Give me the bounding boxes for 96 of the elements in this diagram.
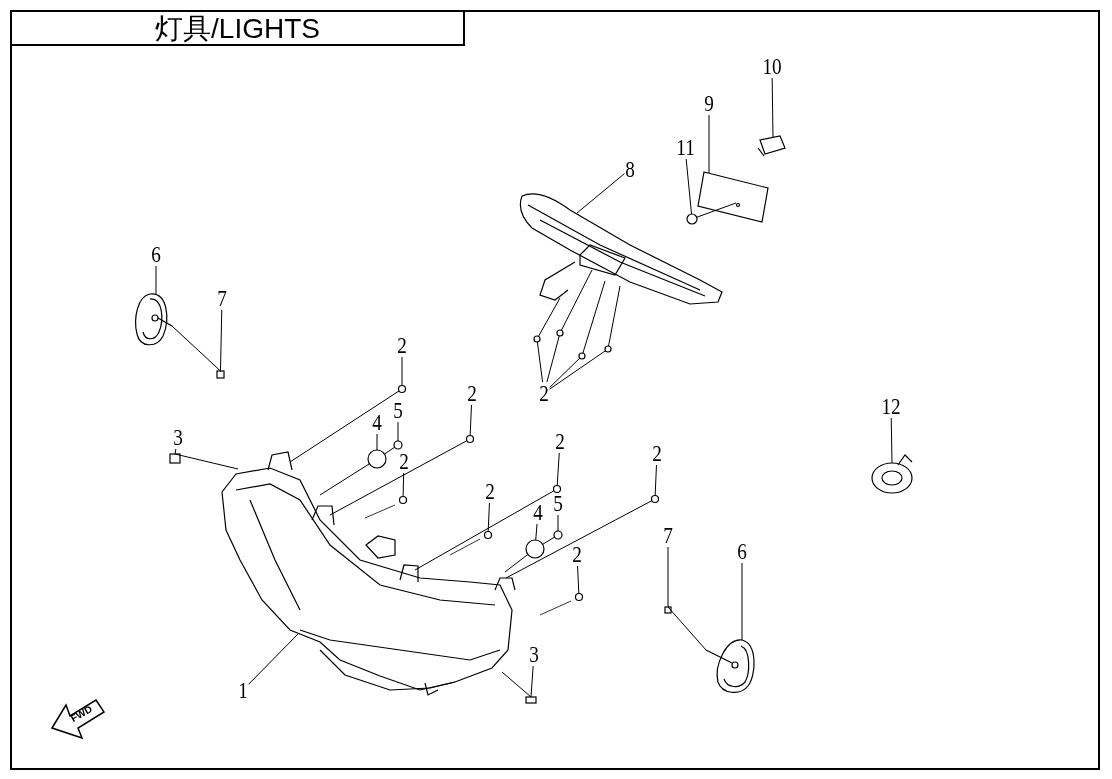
leader-line (556, 452, 560, 486)
callout-number: 2 (466, 380, 478, 406)
reflector-drawing (705, 639, 755, 693)
callout-number: 2 (571, 541, 583, 567)
callout-number: 6 (150, 241, 162, 267)
callout-number: 10 (762, 53, 782, 79)
callout-number: 7 (216, 285, 228, 311)
screw (483, 530, 493, 540)
leader-line (505, 500, 653, 579)
leader-line (557, 514, 559, 532)
leader-line (414, 490, 555, 571)
leader-line (542, 536, 556, 545)
callout-number: 9 (703, 90, 715, 116)
leader-line (667, 546, 669, 608)
leader-line (608, 285, 621, 347)
callout-number: 2 (398, 448, 410, 474)
callout-number: 2 (538, 380, 550, 406)
leader-line (546, 335, 560, 383)
nut (393, 440, 403, 450)
screw (465, 434, 475, 444)
callout-number: 12 (881, 393, 901, 419)
leader-line (401, 356, 403, 386)
marker-light-drawing (871, 454, 913, 494)
leader-line (155, 265, 157, 295)
leader-line (537, 297, 561, 337)
screw (533, 335, 541, 343)
callout-number: 4 (532, 499, 544, 525)
leader-line (560, 269, 593, 331)
leader-line (487, 502, 490, 532)
leader-line (890, 417, 893, 464)
leader-line (535, 523, 538, 541)
title-tab: 灯具/LIGHTS (12, 12, 465, 46)
leader-line (582, 280, 606, 354)
leader-line (536, 341, 544, 383)
callout-number: 5 (392, 397, 404, 423)
leader-line (289, 390, 400, 463)
nut (686, 213, 698, 225)
leader-line (708, 114, 710, 174)
clip (525, 696, 537, 704)
callout-number: 1 (237, 677, 249, 703)
callout-number: 7 (662, 522, 674, 548)
callout-number: 11 (675, 134, 695, 160)
callout-number: 2 (396, 332, 408, 358)
leader-line (402, 472, 405, 497)
clip (169, 453, 181, 464)
callout-number: 6 (736, 538, 748, 564)
leader-line (469, 404, 472, 436)
leader-line (220, 309, 223, 372)
leader-line (319, 463, 370, 496)
tail-light-drawing (519, 193, 723, 305)
leader-line (376, 433, 378, 451)
leader-line (549, 350, 607, 390)
leader-line (696, 202, 737, 218)
screw (604, 345, 612, 353)
callout-number: 5 (552, 490, 564, 516)
screw (650, 494, 660, 504)
reflector-drawing (135, 293, 173, 346)
leader-line (741, 562, 743, 641)
leader-line (501, 671, 532, 698)
leader-line (329, 440, 468, 516)
callout-number: 2 (484, 478, 496, 504)
callout-number: 4 (371, 409, 383, 435)
leader-line (530, 665, 534, 698)
headlight-drawing (221, 451, 516, 696)
bulb-socket-drawing (757, 135, 786, 157)
callout-number: 3 (528, 641, 540, 667)
leader-line (576, 173, 625, 214)
screw (552, 484, 562, 494)
screw (397, 384, 407, 394)
license-plate-light-drawing (697, 171, 769, 223)
screw (556, 329, 564, 337)
leader-line (685, 158, 692, 215)
leader-line (577, 565, 580, 594)
screw (398, 495, 408, 505)
leader-line (549, 357, 581, 389)
washer (367, 449, 387, 469)
leader-line (504, 554, 529, 573)
leader-line (771, 77, 774, 139)
nut (553, 530, 563, 540)
leader-line (667, 606, 707, 651)
leader-line (384, 446, 396, 455)
nut (216, 370, 225, 379)
callout-number: 8 (624, 156, 636, 182)
leader-line (171, 325, 221, 372)
washer (525, 539, 545, 559)
leader-line (174, 448, 177, 455)
callout-number: 2 (651, 440, 663, 466)
leader-line (397, 421, 399, 442)
callout-number: 3 (172, 424, 184, 450)
leader-line (248, 633, 299, 685)
screw (574, 592, 584, 602)
nut (664, 606, 672, 614)
screw (578, 352, 586, 360)
callout-number: 2 (554, 428, 566, 454)
direction-label: FWD (68, 703, 94, 724)
leader-line (654, 464, 657, 496)
